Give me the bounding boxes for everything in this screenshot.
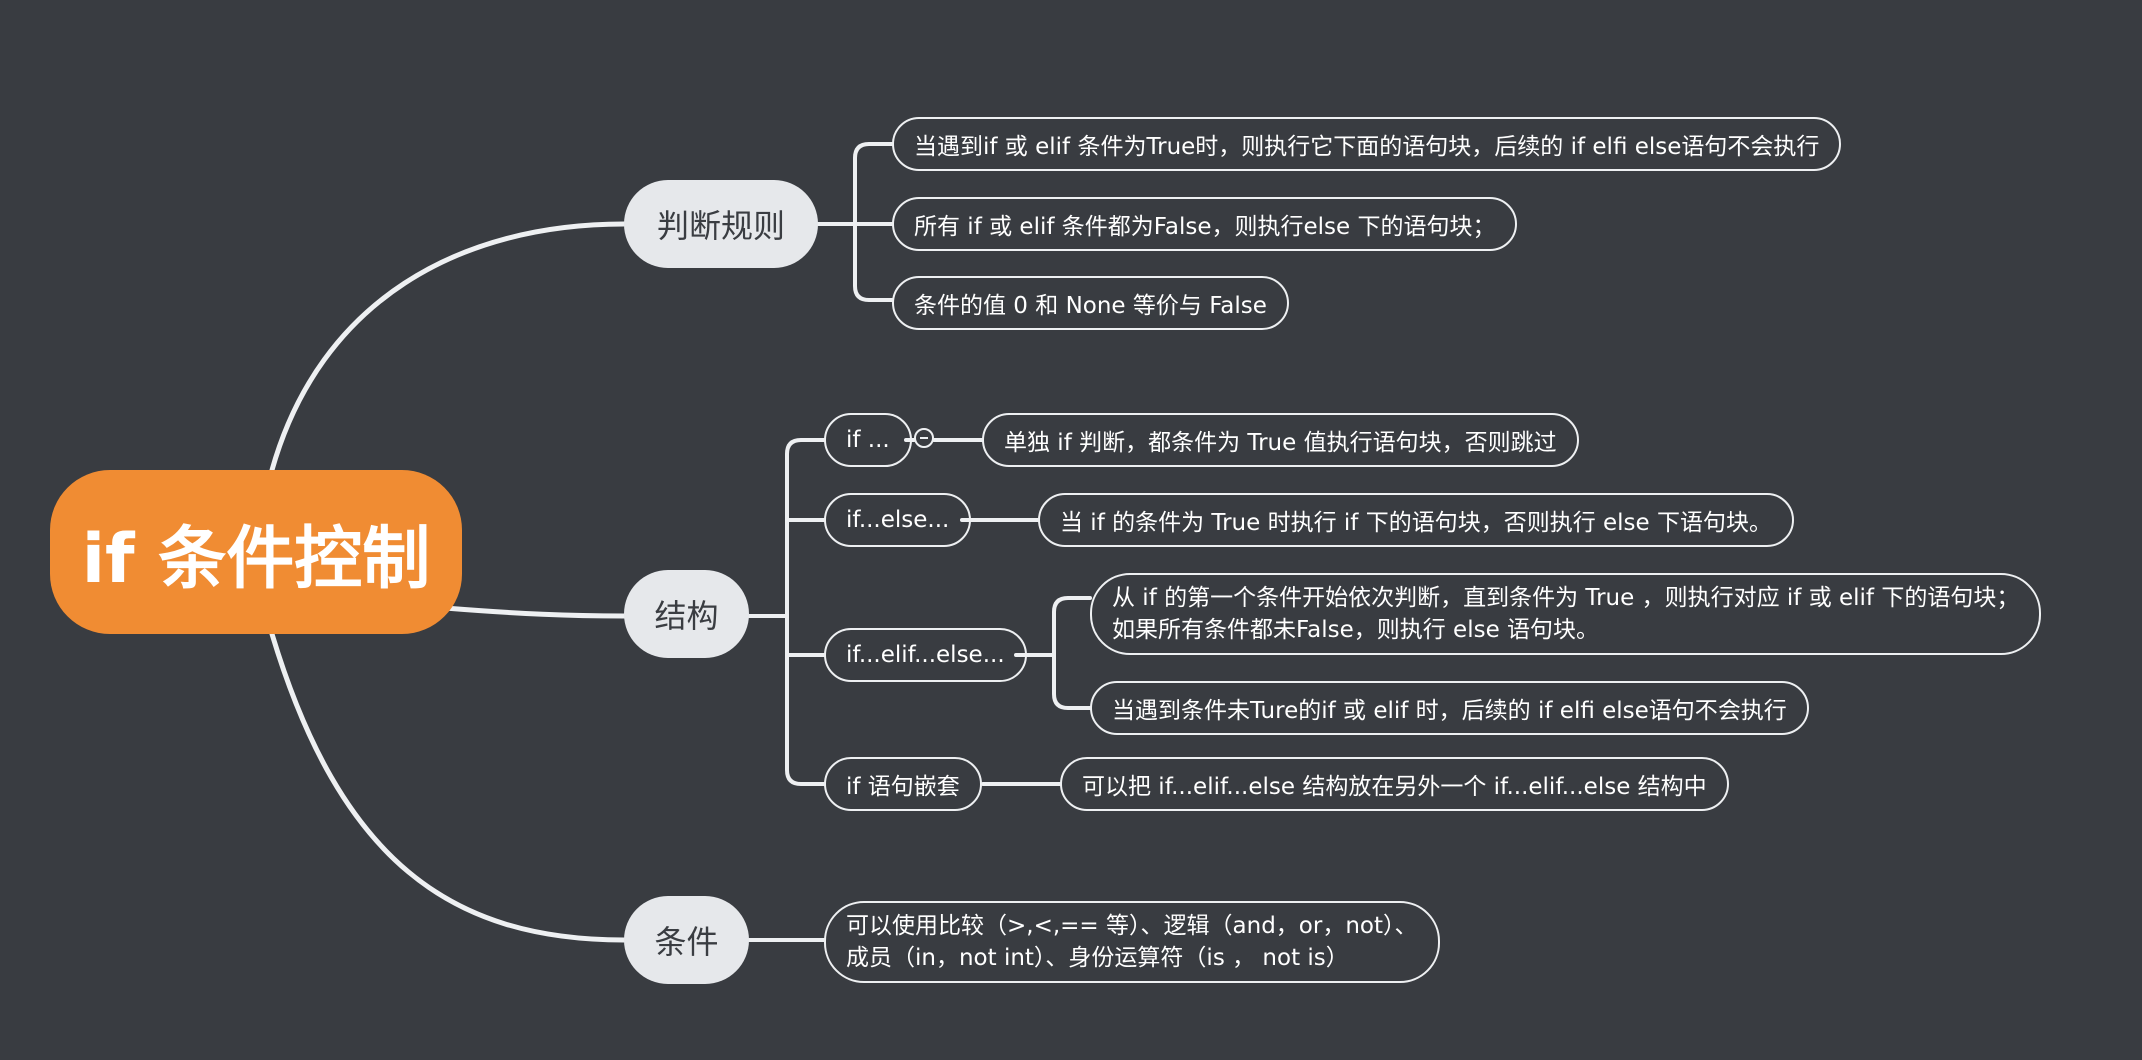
structure-sub-if-label: if ... (846, 427, 890, 453)
structure-nested-leaf[interactable]: 可以把 if...elif...else 结构放在另外一个 if...elif.… (1060, 757, 1729, 811)
structure-if-else-leaf-text: 当 if 的条件为 True 时执行 if 下的语句块，否则执行 else 下语… (1060, 510, 1772, 536)
structure-if-leaf[interactable]: 单独 if 判断，都条件为 True 值执行语句块，否则跳过 (982, 413, 1579, 467)
edge-structure-bracket (747, 438, 826, 786)
branch-rules-label: 判断规则 (656, 207, 785, 245)
edge-rules-bracket (816, 142, 894, 302)
rules-leaf-2[interactable]: 所有 if 或 elif 条件都为False，则执行else 下的语句块； (892, 197, 1518, 251)
branch-structure[interactable]: 结构 (624, 570, 749, 658)
structure-sub-if-else[interactable]: if...else... (824, 493, 972, 547)
edge-root-structure (442, 605, 627, 619)
structure-if-elif-else-leaf-1-line2: 如果所有条件都未False，则执行 else 语句块。 (1112, 617, 1600, 643)
conditions-leaf[interactable]: 可以使用比较（>,<,== 等）、逻辑（and，or，not）、 成员（in，n… (824, 901, 1440, 983)
structure-if-leaf-text: 单独 if 判断，都条件为 True 值执行语句块，否则跳过 (1004, 430, 1557, 456)
structure-sub-if-elif-else[interactable]: if...elif...else... (824, 628, 1027, 682)
branch-rules[interactable]: 判断规则 (624, 180, 818, 268)
structure-if-elif-else-leaf-2[interactable]: 当遇到条件未Ture的if 或 elif 时，后续的 if elfi else语… (1090, 681, 1809, 735)
conditions-leaf-line2: 成员（in，not int）、身份运算符（is ， not is） (846, 945, 1349, 971)
structure-if-elif-else-leaf-1[interactable]: 从 if 的第一个条件开始依次判断，直到条件为 True ，则执行对应 if 或… (1090, 573, 2042, 655)
structure-sub-if-elif-else-label: if...elif...else... (846, 642, 1005, 668)
structure-sub-if[interactable]: if ... (824, 413, 912, 467)
collapse-toggle-icon[interactable] (914, 428, 934, 448)
structure-sub-if-else-label: if...else... (846, 507, 950, 533)
branch-conditions-label: 条件 (654, 923, 719, 961)
root-title: if 条件控制 (81, 519, 431, 599)
rules-leaf-2-text: 所有 if 或 elif 条件都为False，则执行else 下的语句块； (914, 214, 1496, 240)
edge-ifelif-bracket (1014, 596, 1092, 710)
structure-nested-leaf-text: 可以把 if...elif...else 结构放在另外一个 if...elif.… (1082, 774, 1707, 800)
structure-sub-nested-label: if 语句嵌套 (846, 774, 960, 800)
edge-root-conditions (269, 631, 627, 943)
conditions-leaf-line1: 可以使用比较（>,<,== 等）、逻辑（and，or，not）、 (846, 913, 1418, 939)
structure-sub-nested[interactable]: if 语句嵌套 (824, 757, 982, 811)
structure-if-elif-else-leaf-2-text: 当遇到条件未Ture的if 或 elif 时，后续的 if elfi else语… (1112, 698, 1787, 724)
root-topic[interactable]: if 条件控制 (50, 470, 462, 634)
edge-root-rules (269, 221, 627, 473)
branch-conditions[interactable]: 条件 (624, 896, 749, 984)
rules-leaf-3[interactable]: 条件的值 0 和 None 等价与 False (892, 276, 1289, 330)
rules-leaf-3-text: 条件的值 0 和 None 等价与 False (914, 293, 1267, 319)
structure-if-elif-else-leaf-1-line1: 从 if 的第一个条件开始依次判断，直到条件为 True ，则执行对应 if 或… (1112, 585, 2020, 611)
rules-leaf-1[interactable]: 当遇到if 或 elif 条件为True时，则执行它下面的语句块，后续的 if … (892, 117, 1842, 171)
rules-leaf-1-text: 当遇到if 或 elif 条件为True时，则执行它下面的语句块，后续的 if … (914, 134, 1820, 160)
branch-structure-label: 结构 (654, 597, 719, 635)
structure-if-else-leaf[interactable]: 当 if 的条件为 True 时执行 if 下的语句块，否则执行 else 下语… (1038, 493, 1794, 547)
